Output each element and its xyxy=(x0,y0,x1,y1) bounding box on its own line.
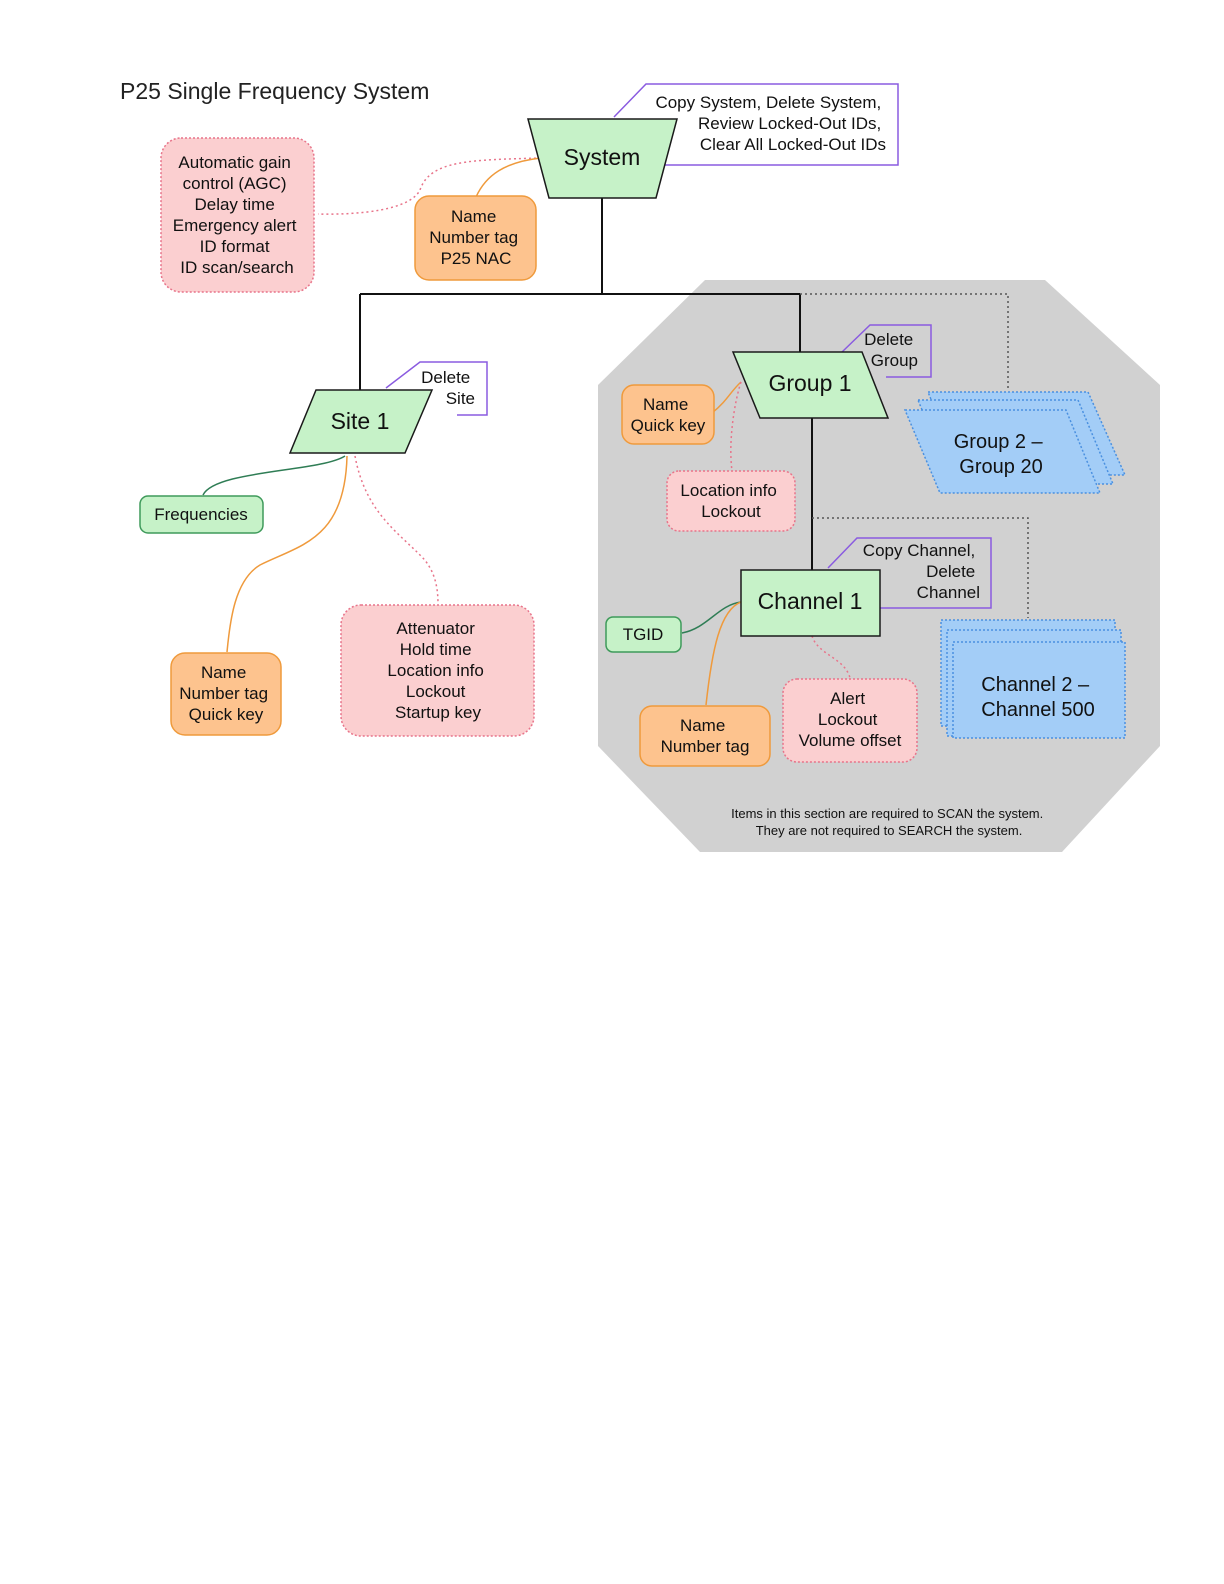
svg-text:Name Number tag: Name Number tag xyxy=(661,716,750,756)
system-basic-settings: Name Number tag P25 NAC xyxy=(414,195,537,281)
svg-text:Channel 2 – Channel 500: Channel 2 – Channel 500 xyxy=(981,674,1094,721)
site-node[interactable]: Site 1 xyxy=(288,389,434,454)
channel-actions-callout: Copy Channel, Delete Channel xyxy=(863,541,980,602)
svg-text:Location info Lockout: Location info Lockout xyxy=(680,481,781,521)
channel-node[interactable]: Channel 1 xyxy=(740,569,881,637)
svg-text:Frequencies: Frequencies xyxy=(154,505,248,524)
svg-text:Name Number tag Qu: Name Number tag Quick key xyxy=(179,663,273,724)
svg-text:Name Number tag P2: Name Number tag P25 NAC xyxy=(429,207,523,268)
svg-text:Automatic gain control (: Automatic gain control (AGC) Delay time … xyxy=(173,153,302,277)
svg-text:Attenuator Hold time: Attenuator Hold time Location info Locko… xyxy=(387,619,488,722)
channel-label: Channel 1 xyxy=(758,588,863,614)
system-node[interactable]: System xyxy=(527,118,678,199)
system-label: System xyxy=(564,144,641,170)
scan-requirement-note: Items in this section are required to SC… xyxy=(731,806,1047,838)
callout-leaders xyxy=(385,83,992,609)
group-node[interactable]: Group 1 xyxy=(731,351,890,419)
svg-text:Name Quick key: Name Quick key xyxy=(631,395,706,435)
site-basic-settings: Name Number tag Quick key xyxy=(170,652,282,736)
channel-advanced-settings: Alert Lockout Volume offset xyxy=(782,678,918,763)
dotted-connectors xyxy=(800,293,1029,618)
channel-range-stack[interactable]: Channel 2 – Channel 500 xyxy=(940,619,1126,739)
svg-text:Alert Lockout Volu: Alert Lockout Volume offset xyxy=(799,689,902,750)
group-label: Group 1 xyxy=(768,370,851,396)
attribute-connectors xyxy=(202,157,851,706)
svg-text:TGID: TGID xyxy=(623,625,664,644)
group-actions-callout: Delete Group xyxy=(864,330,918,370)
site-label: Site 1 xyxy=(331,408,390,434)
diagram-title: P25 Single Frequency System xyxy=(120,78,429,104)
channel-basic-settings: Name Number tag xyxy=(639,705,771,767)
site-frequencies-setting: Frequencies xyxy=(139,495,264,534)
site-actions-callout: Delete Site xyxy=(421,368,475,408)
group-basic-settings: Name Quick key xyxy=(621,384,715,445)
channel-tgid-setting: TGID xyxy=(605,616,682,653)
group-range-stack[interactable]: Group 2 – Group 20 xyxy=(903,391,1127,494)
site-advanced-settings: Attenuator Hold time Location info Locko… xyxy=(340,604,535,737)
tree-connectors xyxy=(359,198,813,570)
group-advanced-settings: Location info Lockout xyxy=(666,470,796,532)
system-advanced-settings: Automatic gain control (AGC) Delay time … xyxy=(160,137,315,293)
svg-text:Group 2 – Group 20: Group 2 – Group 20 xyxy=(954,431,1049,478)
system-actions-callout: Copy System, Delete System, Review Locke… xyxy=(655,93,886,154)
